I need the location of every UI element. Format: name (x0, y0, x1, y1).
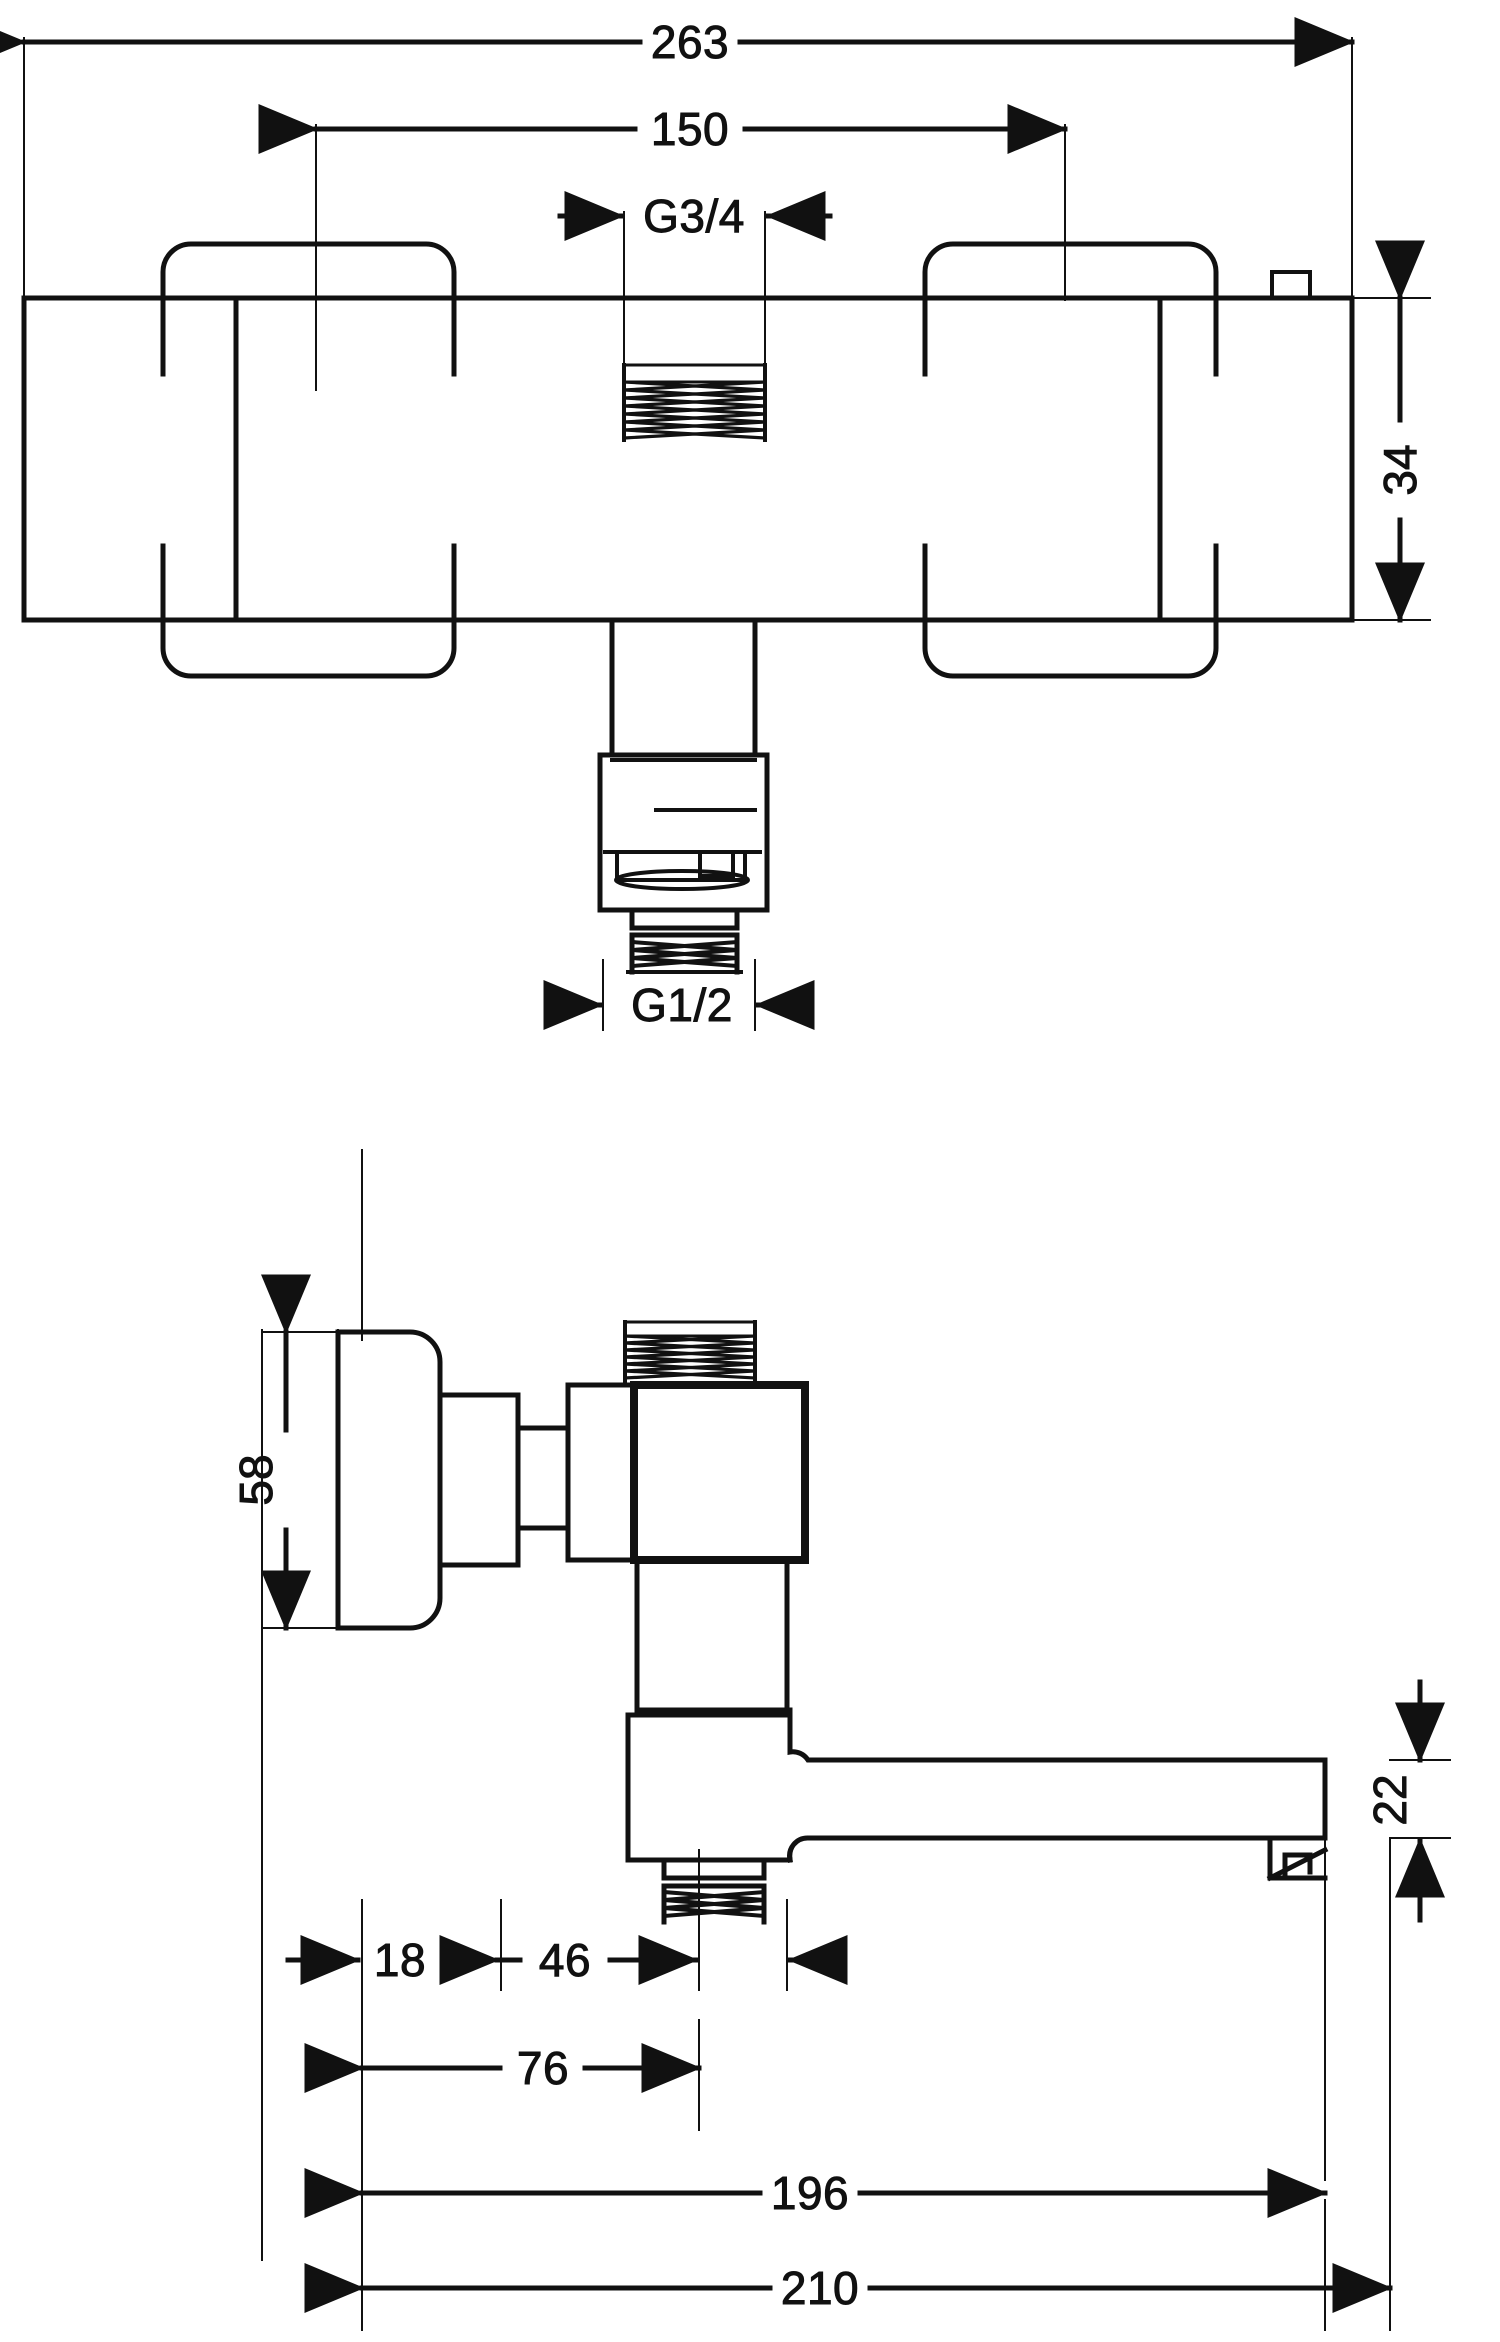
dimension-150: 150 (258, 103, 1068, 156)
dim-58-label: 58 (230, 1454, 282, 1505)
dim-g34-label: G3/4 (643, 190, 745, 242)
side-valve-body (565, 1381, 809, 1564)
side-handle-knob[interactable] (335, 1329, 443, 1631)
dimension-46: 46 (439, 1934, 699, 1987)
side-inlet-g34 (623, 1320, 757, 1384)
dim-g12-label: G1/2 (631, 979, 733, 1031)
front-inlet-g34 (622, 363, 767, 442)
front-elevation-view: 263 150 G3/4 (0, 16, 1431, 1032)
dim-210-label: 210 (781, 2262, 859, 2314)
side-spout-aerator (1266, 1835, 1329, 1882)
dim-18-label: 18 (374, 1934, 426, 1986)
front-inlet-threads (622, 380, 767, 440)
side-extension-lines (261, 1149, 1451, 2331)
side-handle-stem (437, 1392, 571, 1568)
side-inlet-threads (623, 1334, 757, 1380)
side-spout (787, 1712, 1328, 1863)
dimension-18: 18 (285, 1934, 426, 1987)
dimension-g12: G1/2 (543, 979, 815, 1032)
dimension-34: 34 (1374, 240, 1427, 623)
front-handle-right[interactable] (921, 241, 1220, 679)
dimension-196: 196 (304, 2167, 1328, 2220)
front-outlet-column (597, 617, 770, 913)
side-outlet-threads (661, 1889, 767, 1919)
front-body-outline (21, 295, 1355, 623)
dim-22-label: 22 (1364, 1774, 1416, 1825)
front-outlet-threads (629, 939, 740, 969)
dim-196-label: 196 (771, 2167, 849, 2219)
front-outlet-g12 (626, 907, 743, 975)
side-lower-body (625, 1557, 793, 1863)
dim-263-label: 263 (651, 16, 729, 68)
dimension-g34: G3/4 (557, 190, 833, 243)
dim-150-label: 150 (651, 103, 729, 155)
dimension-58: 58 (230, 1274, 311, 1631)
dim-76-label: 76 (517, 2042, 569, 2094)
dimension-263: 263 (0, 16, 1355, 69)
dimension-76: 76 (304, 2042, 702, 2095)
side-elevation-view: 58 (230, 1149, 1451, 2331)
dim-34-label: 34 (1374, 444, 1426, 495)
side-outlet (661, 1857, 767, 1925)
front-body-boss (1270, 270, 1312, 300)
front-handle-left[interactable] (159, 241, 458, 679)
dimension-210: 210 (304, 2262, 1393, 2315)
dimension-22: 22 (1364, 1679, 1445, 1923)
front-outlet-cartridge (603, 758, 762, 891)
dim-46-label: 46 (539, 1934, 591, 1986)
